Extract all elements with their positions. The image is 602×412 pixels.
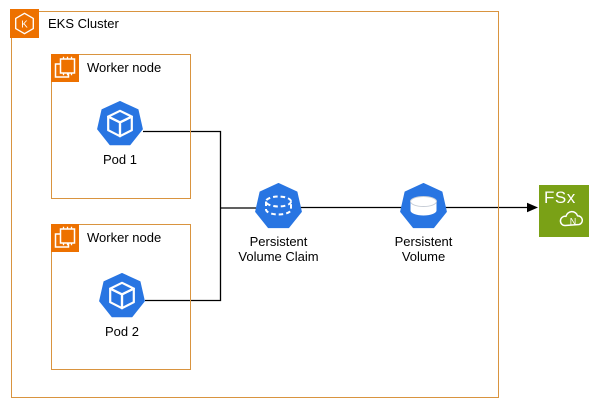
cpu-chip-icon	[51, 224, 79, 252]
arrowhead-icon	[527, 202, 538, 213]
pod-label: Pod 2	[105, 324, 139, 339]
persistent-volume-claim-label: Persistent Volume Claim	[238, 234, 319, 264]
pod-label: Pod 1	[103, 152, 137, 167]
fsx-cloud-letter: N	[570, 217, 577, 227]
eks-cluster-label: EKS Cluster	[48, 16, 119, 31]
kubernetes-pod-icon	[99, 273, 145, 318]
kubernetes-pod-icon	[97, 101, 143, 146]
cpu-chip-icon	[51, 54, 79, 82]
persistent-volume-label: Persistent Volume	[394, 234, 453, 264]
persistent-volume-claim-icon	[255, 183, 302, 229]
eks-cluster-box	[11, 11, 499, 398]
eks-icon-letter: K	[21, 19, 28, 30]
pod-to-pvc-connector	[143, 130, 222, 302]
persistent-volume-icon	[400, 183, 447, 229]
eks-kubernetes-hexagon-icon: K	[10, 9, 39, 38]
worker-node-label: Worker node	[87, 60, 162, 75]
cloud-icon: N	[559, 210, 584, 227]
worker-node-box-1	[51, 54, 191, 199]
worker-node-label: Worker node	[87, 230, 162, 245]
fsx-label: FSx	[544, 188, 576, 207]
fsx-netapp-ontap-icon: FSx N	[539, 185, 589, 237]
worker-node-box-2	[51, 224, 191, 370]
